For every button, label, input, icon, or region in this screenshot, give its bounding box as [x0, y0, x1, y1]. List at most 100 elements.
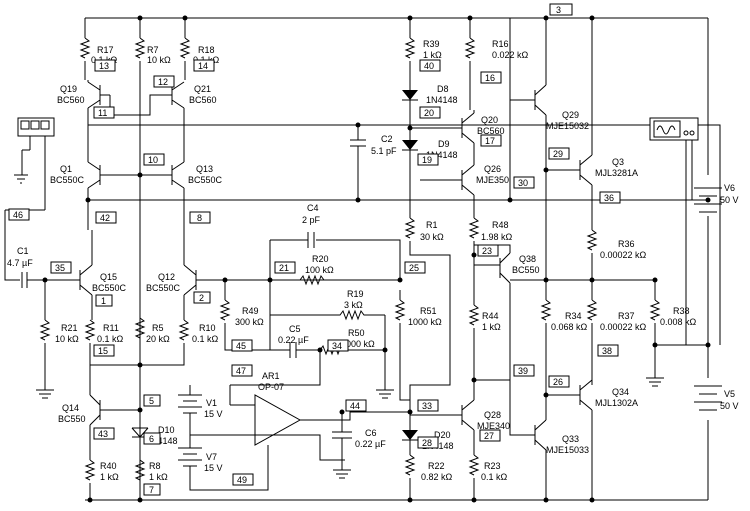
node-29: 29 [553, 149, 563, 159]
r38-resistor [649, 299, 661, 321]
node-7: 7 [149, 485, 154, 495]
r44-resistor [468, 304, 480, 326]
d20-diode [402, 430, 418, 441]
c4-capacitor [307, 232, 315, 248]
q28-transistor [410, 399, 475, 455]
r18-resistor [179, 37, 191, 59]
label: BC550 [58, 414, 86, 424]
node-19: 19 [422, 155, 432, 165]
node-40: 40 [424, 61, 434, 71]
label: 10 kΩ [147, 55, 171, 65]
label: 0.1 kΩ [481, 472, 508, 482]
label: 300 kΩ [235, 317, 264, 327]
label: R38 [673, 306, 690, 316]
node-labels: 3 13 14 40 16 12 11 20 17 29 10 19 30 36… [8, 3, 621, 496]
label: R49 [242, 306, 259, 316]
node-28: 28 [422, 438, 432, 448]
node-5: 5 [149, 396, 154, 406]
label: R39 [423, 39, 440, 49]
v1-battery [178, 394, 202, 414]
label: 20 kΩ [146, 334, 170, 344]
function-generator[interactable] [17, 117, 55, 137]
label: R8 [149, 461, 161, 471]
node-23: 23 [482, 246, 492, 256]
r10-resistor [178, 319, 190, 341]
label: R21 [61, 323, 78, 333]
r16-resistor [464, 37, 476, 59]
label: AR1 [262, 371, 280, 381]
d9-diode [402, 140, 418, 151]
label: 1N4148 [146, 436, 178, 446]
label: MJE15033 [546, 445, 589, 455]
q38-transistor [474, 244, 511, 381]
r39-resistor [404, 37, 416, 59]
label: 0.22 µF [355, 439, 386, 449]
label: BC550C [146, 283, 181, 293]
node-46: 46 [13, 210, 23, 220]
label: R10 [199, 323, 216, 333]
label: BC560 [477, 126, 505, 136]
label: C4 [307, 203, 319, 213]
d8-diode [402, 90, 418, 101]
label: MJL1302A [595, 398, 638, 408]
q34-transistor [546, 379, 593, 500]
r7-resistor [134, 37, 146, 59]
label: 10 kΩ [55, 334, 79, 344]
label: R44 [482, 311, 499, 321]
r40-resistor [84, 459, 96, 481]
label: Q33 [562, 434, 579, 444]
label: V7 [206, 452, 217, 462]
node-14: 14 [198, 61, 208, 71]
label: C5 [289, 324, 301, 334]
r23-resistor [468, 454, 480, 476]
node-33: 33 [422, 401, 432, 411]
node-49: 49 [237, 475, 247, 485]
label: 1 kΩ [149, 472, 168, 482]
node-13: 13 [99, 61, 109, 71]
q33-transistor [509, 380, 547, 500]
oscilloscope[interactable] [649, 117, 699, 141]
node-35: 35 [55, 263, 65, 273]
node-17: 17 [485, 136, 495, 146]
node-34: 34 [332, 341, 342, 351]
label: 3 kΩ [344, 300, 363, 310]
q20-transistor [410, 110, 475, 165]
label: 1000 kΩ [341, 339, 375, 349]
c6-capacitor [332, 431, 352, 439]
label: Q13 [196, 164, 213, 174]
label: V5 [724, 389, 735, 399]
c2-capacitor [350, 139, 366, 147]
v5-battery [694, 385, 722, 411]
node-47: 47 [236, 366, 246, 376]
node-3: 3 [556, 5, 561, 15]
label: 15 V [204, 409, 223, 419]
label: R23 [484, 461, 501, 471]
node-2: 2 [199, 293, 204, 303]
label: MJE350 [476, 175, 509, 185]
label: R37 [618, 311, 635, 321]
label: R7 [147, 45, 159, 55]
label: V1 [206, 398, 217, 408]
label: 50 V [720, 195, 739, 205]
label: 1.98 kΩ [481, 232, 513, 242]
r48-resistor [468, 217, 480, 239]
label: BC550C [50, 175, 85, 185]
label: Q19 [60, 84, 77, 94]
label: BC550C [188, 175, 223, 185]
v7-battery [178, 447, 202, 467]
label: 0.00022 kΩ [600, 322, 647, 332]
r19-resistor [270, 309, 385, 321]
r8-resistor [134, 459, 146, 481]
label: MJE340 [477, 421, 510, 431]
node-15: 15 [98, 346, 108, 356]
node-25: 25 [409, 263, 419, 273]
label: Q15 [100, 272, 117, 282]
node-21: 21 [279, 263, 289, 273]
label: 1N4148 [426, 150, 458, 160]
node-11: 11 [98, 108, 107, 118]
label: D20 [434, 430, 451, 440]
label: 5.1 pF [371, 146, 397, 156]
label: R19 [347, 289, 364, 299]
